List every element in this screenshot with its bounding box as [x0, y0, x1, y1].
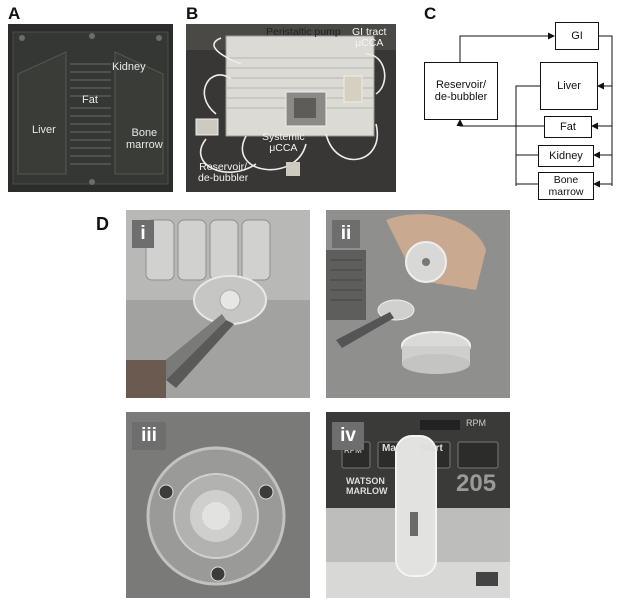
pump-setup-drawing	[186, 24, 396, 192]
device-chip-drawing	[8, 24, 173, 192]
subpanel-label-iv: iv	[332, 422, 364, 450]
panel-label-d: D	[96, 214, 109, 234]
assembled-chip-drawing	[126, 412, 310, 598]
pump-rpm-label: RPM	[466, 418, 486, 428]
label-reservoir-debubbler: Reservoir/ de-bubbler	[198, 161, 249, 184]
node-liver: Liver	[540, 62, 598, 110]
panel-label-a: A	[8, 4, 21, 23]
pump-max-label: Max	[382, 443, 402, 454]
label-gi-tract-ucca: GI tract μCCA	[352, 26, 387, 49]
label-peristaltic-pump: Peristaltic pump	[266, 26, 341, 38]
subpanel-label-ii: ii	[332, 220, 360, 248]
organ-label-bone-marrow: Bone marrow	[126, 127, 163, 151]
photo-d-iii: iii	[126, 412, 310, 598]
pump-brand-label: WATSON MARLOW	[346, 476, 388, 496]
photo-d-iv: RPM Max Start RPM WATSON MARLOW 205 iv	[326, 412, 510, 598]
organ-label-liver: Liver	[32, 124, 56, 136]
subpanel-label-iii: iii	[132, 422, 166, 450]
pump-start-label: Start	[420, 443, 443, 454]
system-photo-b: Peristaltic pump GI tract μCCA Systemic …	[186, 24, 396, 192]
panel-label-c: C	[424, 4, 437, 23]
label-systemic-ucca: Systemic μCCA	[262, 131, 305, 154]
photo-d-ii: ii	[326, 210, 510, 398]
pump-model-label: 205	[456, 470, 497, 497]
node-fat: Fat	[544, 116, 592, 138]
flow-diagram-arrows	[456, 32, 613, 188]
node-gi: GI	[555, 22, 599, 50]
node-bone-marrow: Bone marrow	[538, 172, 594, 200]
panel-label-b: B	[186, 4, 199, 23]
chip-assembly-drawing	[326, 210, 510, 398]
tweezers-chip-drawing	[126, 210, 310, 398]
organ-label-fat: Fat	[82, 94, 98, 106]
device-photo-a: Kidney Fat Liver Bone marrow	[8, 24, 173, 192]
photo-d-i: i	[126, 210, 310, 398]
subpanel-label-i: i	[132, 220, 154, 248]
pump-rpm-button-label: RPM	[344, 446, 362, 455]
organ-label-kidney: Kidney	[112, 61, 146, 73]
node-reservoir-debubbler: Reservoir/ de-bubbler	[424, 62, 498, 120]
node-kidney: Kidney	[538, 145, 594, 167]
